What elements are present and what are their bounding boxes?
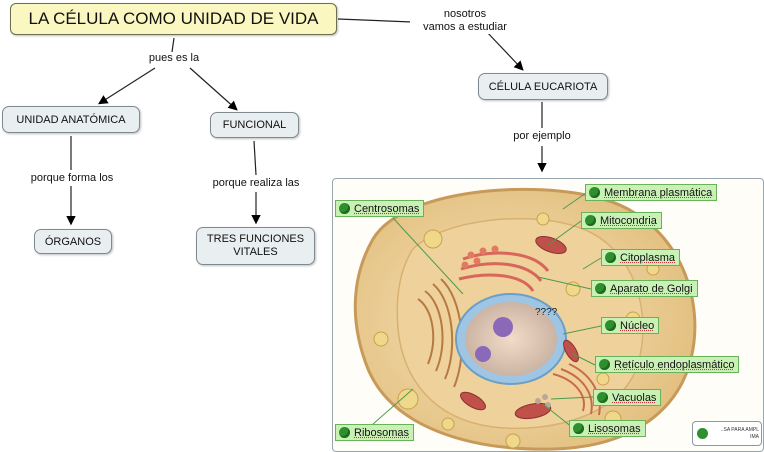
- cell-image-panel[interactable]: Membrana plasmática Mitocondria Citoplas…: [332, 178, 764, 452]
- label-mitocondria[interactable]: Mitocondria: [581, 212, 662, 229]
- attachment-icon: [589, 187, 600, 198]
- node-label: CÉLULA EUCARIOTA: [488, 80, 598, 93]
- label-lisosomas[interactable]: Lisosomas: [569, 420, 646, 437]
- attachment-icon: [573, 423, 584, 434]
- label-reticulo-endoplasmatico[interactable]: Retículo endoplasmático: [595, 356, 740, 373]
- hand-pointer-icon: [697, 428, 708, 439]
- line-title-nosotros: [337, 18, 413, 23]
- attachment-icon: [585, 215, 596, 226]
- attachment-icon: [605, 252, 616, 263]
- node-unidad-anatomica[interactable]: UNIDAD ANATÓMICA: [2, 106, 140, 133]
- link-pues: pues es la: [140, 52, 208, 65]
- label-ribosomas[interactable]: Ribosomas: [335, 424, 415, 441]
- link-por-ejemplo: por ejemplo: [504, 130, 580, 143]
- link-porque-forma: porque forma los: [20, 172, 124, 185]
- node-organos[interactable]: ÓRGANOS: [34, 229, 112, 254]
- label-membrana-plasmatica[interactable]: Membrana plasmática: [585, 184, 718, 201]
- arrow-to-anatomica: [97, 67, 156, 105]
- attachment-icon: [599, 359, 610, 370]
- label-aparato-de-golgi[interactable]: Aparato de Golgi: [591, 280, 698, 297]
- question-mark-label: ????: [535, 307, 558, 318]
- label-centrosomas[interactable]: Centrosomas: [335, 200, 425, 217]
- node-celula-eucariota[interactable]: CÉLULA EUCARIOTA: [478, 73, 608, 100]
- line-funcional-porque: [253, 140, 257, 176]
- link-nosotros: nosotros vamos a estudiar: [410, 8, 520, 34]
- line-title-pues: [171, 37, 175, 53]
- node-label: ÓRGANOS: [44, 235, 102, 248]
- enlarge-image-button[interactable]: ..SA PARA AMPL IMA: [692, 421, 762, 446]
- title-node[interactable]: LA CÉLULA COMO UNIDAD DE VIDA: [10, 3, 337, 35]
- node-funcional[interactable]: FUNCIONAL: [210, 112, 299, 138]
- arrow-to-eucariota: [484, 29, 524, 71]
- attachment-icon: [605, 320, 616, 331]
- node-label: FUNCIONAL: [222, 119, 287, 131]
- attachment-icon: [339, 203, 350, 214]
- label-vacuolas[interactable]: Vacuolas: [593, 389, 662, 406]
- node-tres-funciones[interactable]: TRES FUNCIONES VITALES: [196, 227, 315, 265]
- attachment-icon: [595, 283, 606, 294]
- title-text: LA CÉLULA COMO UNIDAD DE VIDA: [28, 9, 319, 28]
- arrow-to-funcional: [189, 67, 238, 111]
- label-nucleo[interactable]: Núcleo: [601, 317, 660, 334]
- attachment-icon: [339, 427, 350, 438]
- label-citoplasma[interactable]: Citoplasma: [601, 249, 681, 266]
- link-porque-realiza: porque realiza las: [200, 177, 312, 190]
- node-label: TRES FUNCIONES VITALES: [206, 233, 305, 258]
- node-label: UNIDAD ANATÓMICA: [16, 113, 126, 126]
- attachment-icon: [597, 392, 608, 403]
